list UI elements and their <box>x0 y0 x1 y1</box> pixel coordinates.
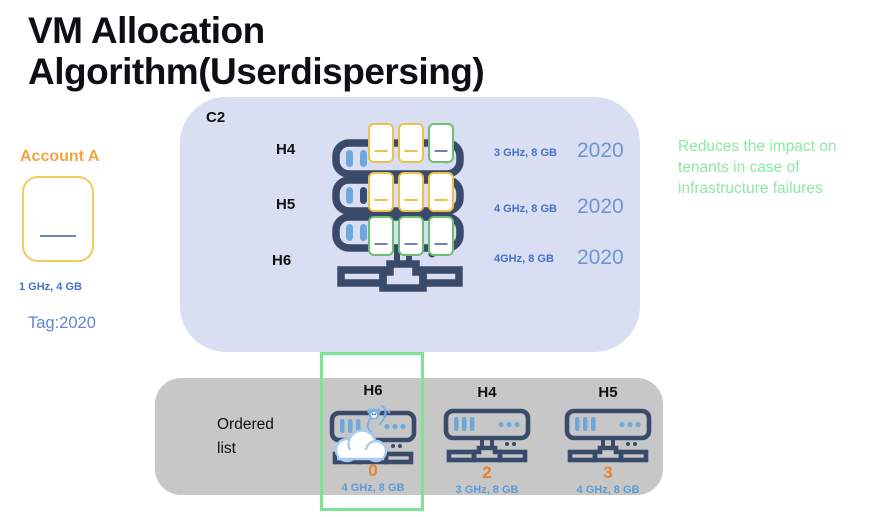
vm-dash-icon <box>404 150 418 152</box>
host-label-h6: H6 <box>272 252 292 269</box>
host-year-h4: 2020 <box>577 139 624 162</box>
ordered-host-spec: 3 GHz, 8 GB <box>455 484 519 496</box>
server-chaos-monkey-cloud-icon <box>318 404 428 465</box>
ordered-item-h4: H4 2 3 GHz, 8 GB <box>432 384 542 496</box>
host-label-h4: H4 <box>276 141 296 158</box>
account-spec: 1 GHz, 4 GB <box>19 281 82 293</box>
vm-dash-icon <box>404 199 418 201</box>
vm-count: 0 <box>368 461 378 480</box>
vm-dash-icon <box>374 199 388 201</box>
host-spec-h6: 4GHz, 8 GB <box>494 253 554 265</box>
ordered-list-label: Ordered list <box>217 416 274 458</box>
vm-dash-icon <box>404 243 418 245</box>
ordered-host-spec: 4 GHz, 8 GB <box>576 484 640 496</box>
vm-box-green <box>398 216 424 256</box>
vm-box-yellow <box>428 172 454 212</box>
account-tag: Tag:2020 <box>28 314 96 332</box>
ordered-host-name: H6 <box>363 382 383 399</box>
vm-box-green <box>368 216 394 256</box>
vm-box-yellow <box>398 123 424 163</box>
vm-dash-icon <box>434 243 448 245</box>
ordered-host-name: H5 <box>598 384 618 401</box>
selected-host-highlight <box>320 352 424 511</box>
ordered-item-h5: H5 3 4 GHz, 8 GB <box>553 384 663 496</box>
vm-dash-icon <box>434 199 448 201</box>
vm-box-yellow <box>368 172 394 212</box>
vm-count: 3 <box>603 463 613 482</box>
host-year-h5: 2020 <box>577 195 624 218</box>
server-icon <box>432 406 542 466</box>
cluster-label: C2 <box>206 109 226 126</box>
ordered-host-name: H4 <box>477 384 497 401</box>
vm-dash-icon <box>374 150 388 152</box>
host-label-h5: H5 <box>276 196 296 213</box>
host-year-h6: 2020 <box>577 246 624 269</box>
ordered-item-h6: H6 <box>318 382 428 494</box>
vm-dash-icon <box>434 150 448 152</box>
vm-row-h6 <box>368 216 454 256</box>
vm-row-h4 <box>368 123 454 163</box>
host-spec-h4: 3 GHz, 8 GB <box>494 147 557 159</box>
ordered-host-spec: 4 GHz, 8 GB <box>341 482 405 494</box>
vm-box-yellow <box>368 123 394 163</box>
vm-request-box <box>22 176 94 262</box>
vm-dash-icon <box>374 243 388 245</box>
benefit-note: Reduces the impact on tenants in case of… <box>678 138 837 197</box>
vm-box-green <box>428 216 454 256</box>
host-spec-h5: 4 GHz, 8 GB <box>494 203 557 215</box>
account-label: Account A <box>20 148 100 165</box>
vm-dash-icon <box>40 235 76 237</box>
server-icon <box>553 406 663 466</box>
vm-box-yellow <box>398 172 424 212</box>
vm-row-h5 <box>368 172 454 212</box>
vm-box-green <box>428 123 454 163</box>
page-title: VM Allocation Algorithm(Userdispersing) <box>28 10 485 93</box>
vm-count: 2 <box>482 463 492 482</box>
